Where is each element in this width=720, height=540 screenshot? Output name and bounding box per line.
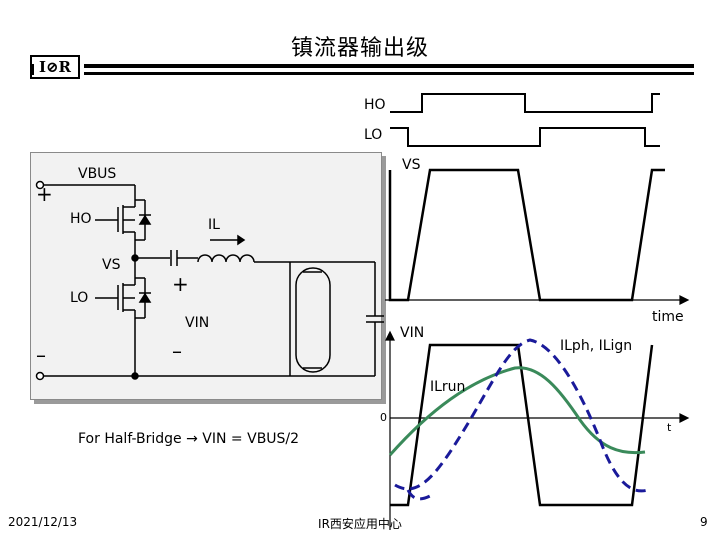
ilrun-curve	[388, 366, 646, 456]
hs-body-diode	[138, 214, 152, 225]
vs-trace	[388, 168, 665, 302]
circuit-schematic	[35, 180, 384, 381]
ilph-curve-start	[406, 489, 431, 501]
ir-logo: I⊘R	[30, 55, 80, 79]
page-title: 镇流器输出级	[290, 36, 429, 61]
resonant-inductor	[197, 254, 255, 263]
vin-wave-label: VIN	[400, 325, 425, 341]
lo-trace	[390, 127, 660, 147]
vs-wave-label: VS	[402, 157, 421, 173]
vs-node-label: VS	[102, 257, 121, 273]
lo-wave-label: LO	[364, 127, 383, 143]
il-label: IL	[208, 217, 220, 233]
header-rule-top	[84, 64, 694, 68]
ground-minus-sign: –	[36, 343, 46, 367]
header-rule-bottom	[84, 72, 694, 75]
vin-minus-sign: –	[172, 339, 182, 363]
t-axis-label: t	[667, 421, 672, 434]
ground-node	[131, 372, 139, 380]
ls-body-diode	[138, 292, 152, 303]
ground-terminal	[35, 371, 45, 381]
fluorescent-lamp	[295, 267, 331, 373]
origin-label: 0	[380, 411, 387, 424]
time-axis-label: time	[652, 309, 684, 325]
lo-gate-label: LO	[70, 290, 89, 306]
vbus-label: VBUS	[78, 166, 117, 182]
circuit-panel	[30, 152, 382, 400]
ho-gate-label: HO	[70, 211, 92, 227]
header-rule-left	[30, 64, 34, 75]
half-bridge-note: For Half-Bridge → VIN = VBUS/2	[78, 431, 300, 447]
vbus-terminal	[35, 180, 45, 190]
vbus-plus-sign: +	[36, 182, 53, 206]
vin-plus-sign: +	[172, 272, 189, 296]
footer-center-text: IR西安应用中心	[318, 517, 402, 531]
vin-circuit-label: VIN	[185, 315, 210, 331]
axes	[385, 295, 690, 530]
ilph-ilign-label: ILph, ILign	[560, 338, 633, 354]
ilph-curve	[394, 338, 649, 493]
ho-wave-label: HO	[364, 97, 386, 113]
footer-date: 2021/12/13	[8, 515, 78, 529]
ho-trace	[390, 93, 660, 113]
page-number: 9	[700, 515, 708, 529]
ilrun-label: ILrun	[430, 379, 466, 395]
